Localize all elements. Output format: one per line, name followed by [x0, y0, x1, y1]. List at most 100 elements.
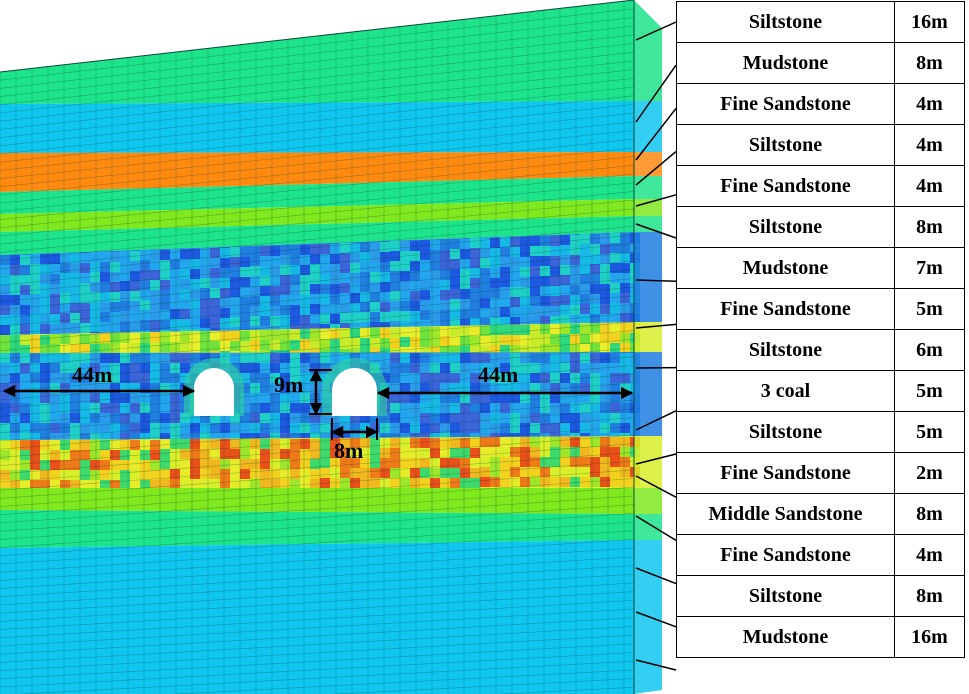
mesh-cell — [260, 479, 270, 488]
mesh-cell — [90, 353, 100, 363]
mesh-cell — [0, 295, 10, 305]
mesh-line — [0, 600, 635, 639]
mesh-cell — [280, 295, 290, 305]
mesh-cell — [500, 437, 510, 447]
mesh-cell — [0, 373, 10, 383]
mesh-cell — [190, 259, 200, 269]
mesh-cell — [230, 331, 240, 341]
mesh-cell — [530, 306, 540, 316]
right-width-label: 44m — [478, 362, 518, 387]
mesh-cell — [570, 477, 580, 487]
mesh-cell — [450, 438, 460, 448]
mesh-cell — [520, 325, 530, 335]
mesh-cell — [320, 353, 330, 363]
mesh-cell — [200, 439, 210, 449]
mesh-cell — [80, 273, 90, 283]
mesh-cell — [420, 327, 430, 337]
mesh-cell — [60, 283, 70, 293]
mesh-cell — [260, 246, 270, 256]
mesh-cell — [290, 459, 300, 469]
mesh-cell — [280, 469, 290, 479]
mesh-cell — [320, 413, 330, 423]
mesh-cell — [120, 460, 130, 470]
mesh-cell — [100, 373, 110, 383]
mesh-cell — [550, 457, 560, 467]
mesh-cell — [610, 447, 620, 457]
mesh-cell — [510, 345, 520, 353]
mesh-cell — [170, 403, 180, 413]
mesh-cell — [180, 289, 190, 299]
mesh-cell — [510, 477, 520, 487]
mesh-cell — [120, 301, 130, 311]
mesh-cell — [460, 458, 470, 468]
mesh-cell — [420, 320, 430, 327]
stratum-band — [0, 510, 634, 548]
side-band — [634, 0, 662, 101]
mesh-cell — [400, 413, 410, 423]
mesh-cell — [240, 247, 250, 257]
mesh-cell — [400, 393, 410, 403]
mesh-cell — [200, 479, 210, 488]
mesh-cell — [540, 353, 550, 363]
mesh-cell — [620, 363, 630, 373]
mesh-cell — [340, 438, 350, 448]
mesh-cell — [130, 433, 140, 440]
mesh-cell — [600, 294, 610, 304]
mesh-cell — [70, 334, 80, 344]
mesh-cell — [450, 403, 460, 413]
mesh-cell — [480, 447, 490, 457]
mesh-cell — [510, 307, 520, 317]
mesh-cell — [460, 438, 470, 448]
mesh-cell — [210, 423, 220, 433]
mesh-cell — [540, 403, 550, 413]
mesh-cell — [590, 383, 600, 393]
mesh-cell — [560, 363, 570, 373]
mesh-cell — [620, 323, 630, 333]
mesh-cell — [580, 433, 590, 437]
mesh-cell — [550, 447, 560, 457]
mesh-cell — [170, 393, 180, 403]
mesh-cell — [270, 449, 280, 459]
mesh-cell — [560, 373, 570, 383]
mesh-cell — [590, 274, 600, 284]
mesh-cell — [430, 363, 440, 373]
mesh-cell — [80, 423, 90, 433]
mesh-cell — [560, 324, 570, 334]
mesh-cell — [560, 334, 570, 344]
mesh-cell — [60, 313, 70, 323]
mesh-cell — [580, 244, 590, 254]
mesh-cell — [390, 251, 400, 261]
mesh-cell — [610, 293, 620, 303]
mesh-cell — [500, 353, 510, 363]
mesh-cell — [200, 288, 210, 298]
mesh-cell — [180, 309, 190, 319]
mesh-cell — [520, 423, 530, 433]
mesh-cell — [0, 450, 10, 460]
mesh-cell — [440, 413, 450, 423]
mesh-line — [0, 104, 635, 171]
mesh-cell — [380, 262, 390, 272]
mesh-cell — [400, 403, 410, 413]
mesh-cell — [470, 373, 480, 383]
mesh-cell — [430, 373, 440, 383]
mesh-cell — [290, 439, 300, 449]
mesh-cell — [150, 353, 160, 363]
mesh-cell — [580, 383, 590, 393]
mesh-cell — [520, 287, 530, 297]
mesh-cell — [190, 353, 200, 363]
mesh-cell — [330, 244, 340, 254]
mesh-cell — [150, 480, 160, 488]
mesh-cell — [300, 449, 310, 459]
mesh-cell — [420, 468, 430, 478]
mesh-cell — [310, 304, 320, 314]
mesh-cell — [10, 255, 20, 265]
mesh-cell — [610, 353, 620, 363]
mesh-cell — [350, 283, 360, 293]
mesh-cell — [160, 332, 170, 342]
mesh-cell — [280, 449, 290, 459]
mesh-cell — [160, 439, 170, 449]
mesh-cell — [240, 277, 250, 287]
mesh-cell — [60, 413, 70, 423]
mesh-cell — [170, 329, 180, 332]
mesh-cell — [330, 438, 340, 448]
